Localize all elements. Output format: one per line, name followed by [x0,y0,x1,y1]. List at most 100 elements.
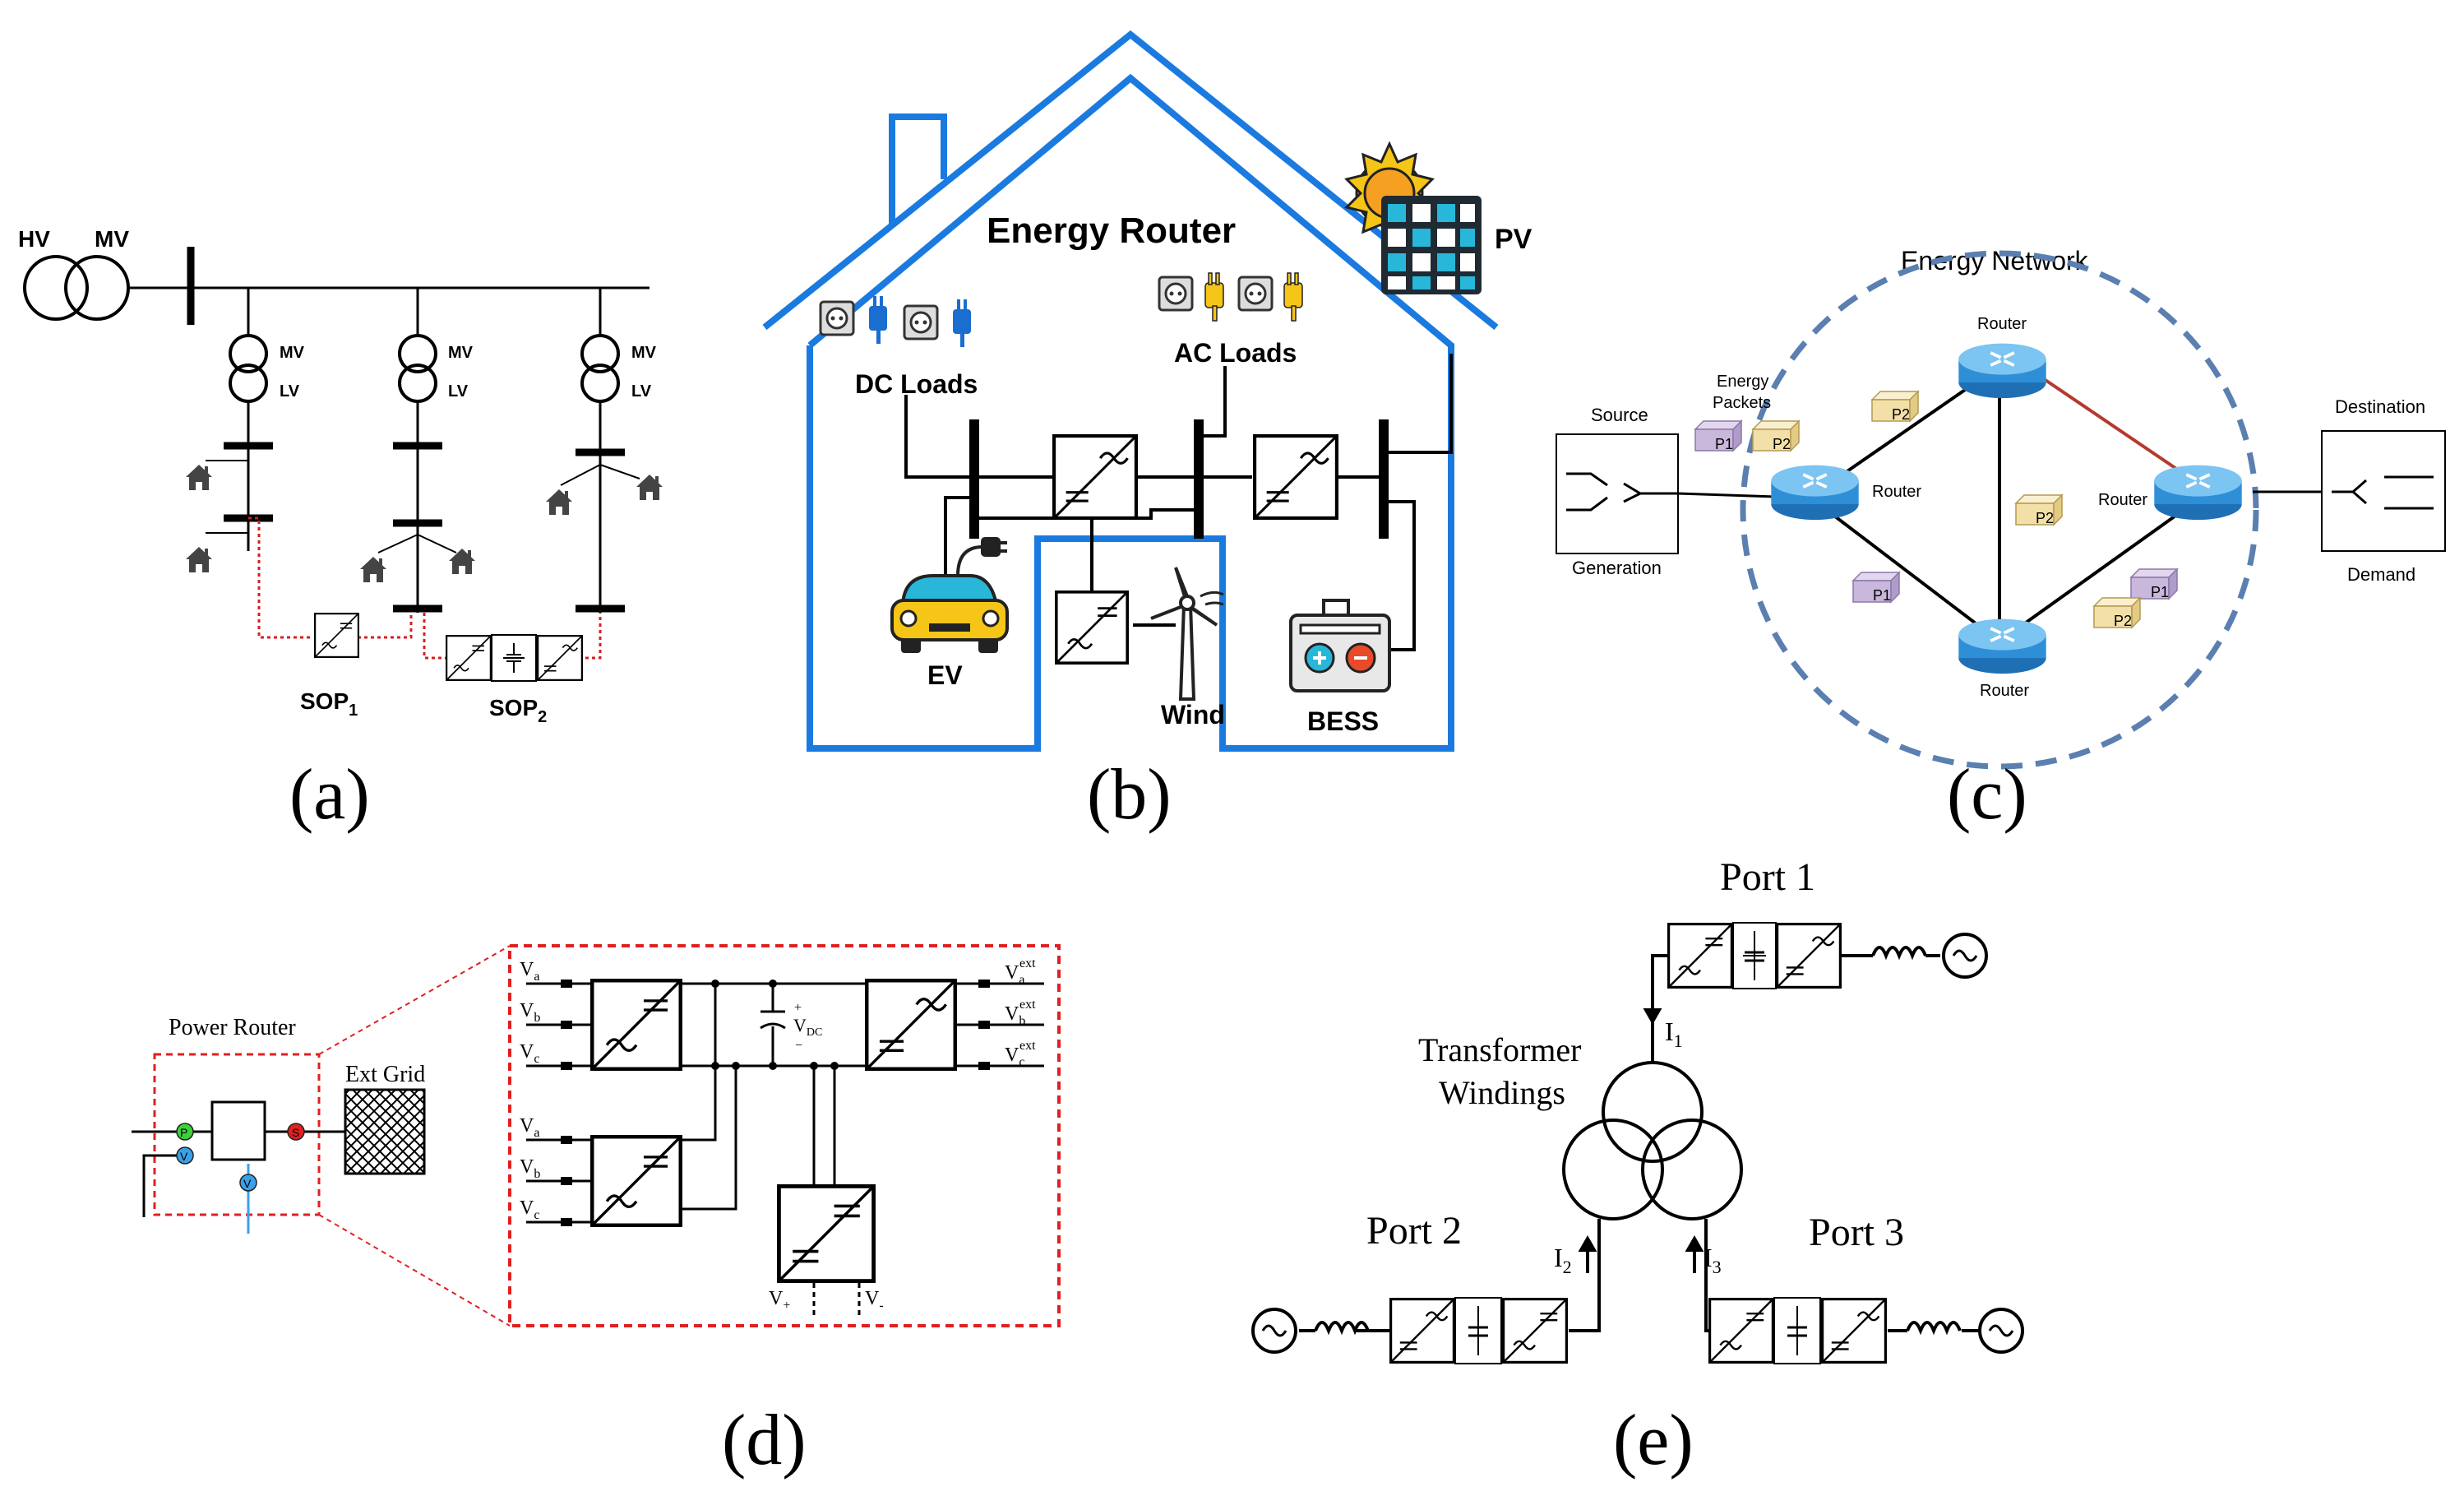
vdc-plus-label: + [794,1001,802,1015]
source-box [1556,433,1777,554]
svg-text:Va: Va [520,1115,539,1140]
svg-text:Vb: Vb [1005,1003,1025,1028]
house-icon [636,475,663,500]
port3-source-icon [1978,1308,2024,1354]
sop2-converter [446,634,584,682]
sop2-label: SOP2 [489,695,547,726]
svg-text:Vc: Vc [1005,1044,1024,1069]
vdc-minus-label: − [795,1039,802,1053]
dc-loads-label: DC Loads [855,369,978,399]
power-router-box [153,1053,321,1216]
router-left-label: Router [1872,483,1921,501]
caption-e: (e) [1613,1401,1694,1480]
router-bottom-label: Router [1980,682,2029,700]
sop1-converter [314,613,359,658]
caption-b: (b) [1087,755,1172,835]
house-icon [360,557,386,582]
packet-p2-label: P2 [1892,406,1910,423]
svg-text:ext: ext [1019,956,1036,970]
hv-mv-transformer-icon [23,255,191,321]
bess-label: BESS [1307,706,1379,736]
ev-car-icon [890,574,1009,653]
source-label: Source [1591,405,1648,425]
ext-grid-block [344,1088,426,1175]
battery-icon [1289,599,1391,692]
phase-labels-right: Va ext Vb ext Vc ext [1005,956,1036,1069]
terminal-blocks [561,980,990,1226]
port1-source-icon [1942,933,1988,979]
plug-icon [869,296,971,347]
house-icon [186,547,212,572]
port3-converter-chain [1708,1297,1888,1364]
packet-p2-label: P2 [2036,510,2054,526]
caption-d: (d) [722,1401,807,1480]
svg-text:ext: ext [1019,998,1036,1012]
i1-label: I1 [1665,1017,1683,1051]
p-node-icon [176,1123,194,1141]
port1-label: Port 1 [1720,855,1815,899]
svg-text:Vc: Vc [520,1041,539,1066]
tx3-mv-label: MV [631,344,657,362]
wind-turbine-icon [1150,567,1224,701]
v-dc-node-icon [239,1174,257,1192]
expanded-wiring [526,982,1044,1316]
svg-text:Va: Va [520,959,539,984]
feeder-3 [560,288,640,613]
s-node-icon [287,1123,305,1141]
ev-plug-icon [956,537,1007,577]
transformer-windings-label: Transformer Windings [1418,1031,1590,1111]
vdc-label: VDC [793,1015,822,1039]
v-minus-label: V- [865,1288,884,1313]
port3-inductor [1906,1321,1962,1336]
svg-text:Vb: Vb [520,1000,540,1025]
socket-icon [903,304,939,340]
zoom-lines [318,945,511,1327]
router-block [210,1100,266,1161]
port2-converter-chain [1389,1297,1569,1364]
socket-icon [1237,276,1274,312]
tx2-mv-label: MV [448,344,474,362]
tx3-lv-label: LV [631,382,652,401]
router-icon [1769,463,1861,521]
panel-d: Power Router P V V S Ext Grid [132,944,1061,1480]
pv-panel-icon [1381,196,1482,294]
port-wiring [1355,954,1990,1332]
socket-icon [1158,276,1194,312]
mv-label: MV [95,226,129,252]
ac-dc-converter-bottom [592,1137,681,1225]
packet-p1-label: P1 [2151,584,2169,600]
panel-b: Energy Router DC Loads AC Loads [762,30,1532,835]
router-icon [1957,341,2048,400]
router-icon [1957,617,2048,675]
house-outline [762,30,1499,752]
router-right-label: Router [2098,491,2147,509]
svg-text:Vb: Vb [520,1156,540,1181]
panel-c: Energy Network Source Generation Destina… [1556,246,2446,835]
s-node-label: S [292,1126,299,1139]
svg-text:Vc: Vc [520,1197,539,1222]
pv-label: PV [1495,224,1532,255]
port2-inductor [1314,1321,1370,1336]
v-plus-label: V+ [769,1288,790,1313]
house-icon [449,549,475,574]
panel-e: Port 1 Port 2 Port 3 Transformer Winding… [1251,855,2024,1480]
v-dc-node-label: V [243,1177,252,1190]
current-arrows [1578,985,1704,1273]
power-router-label: Power Router [169,1015,296,1040]
packet-p2-label: P2 [2114,613,2132,629]
dc-ac-converter-right [867,980,955,1069]
caption-a: (a) [289,755,370,835]
sop1-label: SOP1 [300,688,358,720]
plug-icon [1204,272,1303,322]
expanded-router-box [508,944,1061,1327]
phase-labels-left: Va Vb Vc Va Vb Vc [520,959,540,1222]
port1-inductor [1871,946,1927,961]
panel-a: HV MV MV LV M [18,226,663,835]
house-icon [186,465,212,490]
feeder-2 [377,288,457,613]
socket-icon [819,300,855,336]
packet-p1-label: P1 [1873,587,1891,604]
energy-router-title: Energy Router [987,211,1236,251]
network-boundary [1740,250,2259,770]
